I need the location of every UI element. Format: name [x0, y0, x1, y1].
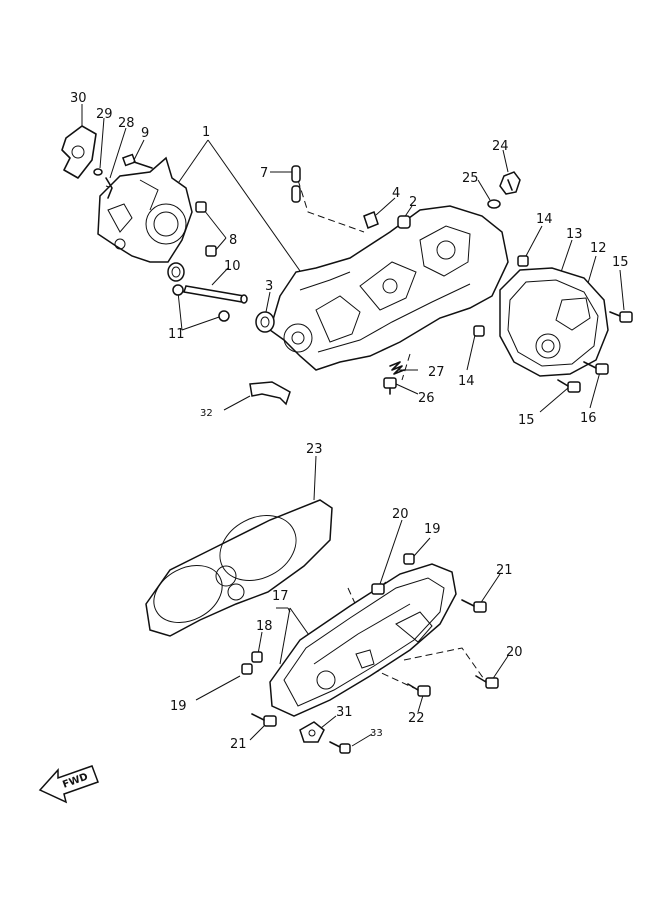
bolt-part-29 [93, 168, 103, 176]
clamp-part-31 [299, 721, 325, 743]
clip-part-28 [105, 177, 113, 199]
callout-26: 26 [418, 391, 435, 406]
forward-direction-arrow: FWD [38, 765, 99, 804]
callout-8: 8 [229, 233, 237, 248]
callout-31: 31 [336, 705, 353, 720]
callout-22: 22 [408, 711, 425, 726]
bracket-part-32 [249, 381, 291, 406]
callout-11: 11 [168, 327, 185, 342]
bolts-part-15 [557, 311, 633, 393]
spring-part-27 [389, 361, 405, 375]
bearing [167, 262, 185, 282]
leader-lines [81, 104, 625, 747]
callout-25: 25 [462, 171, 479, 186]
callout-4: 4 [392, 186, 400, 201]
callout-7: 7 [260, 166, 268, 181]
callout-14-bottom: 14 [458, 374, 475, 389]
fitting-part-4 [363, 211, 379, 229]
bolts-part-21 [251, 599, 487, 727]
callout-20-top: 20 [392, 507, 409, 522]
callout-1: 1 [202, 125, 210, 140]
callout-2: 2 [409, 195, 417, 210]
bolt-part-22 [407, 683, 431, 697]
oil-seal-part-3 [255, 311, 275, 333]
callout-12: 12 [590, 241, 607, 256]
callout-15-bottom: 15 [518, 413, 535, 428]
callout-10: 10 [224, 259, 241, 274]
main-crankcase [269, 205, 509, 371]
dowel-pins-part-19 [241, 553, 415, 675]
shaft-part-10 [183, 285, 248, 304]
callout-32: 32 [200, 408, 213, 419]
bolt-part-26 [383, 377, 397, 395]
callout-33: 33 [370, 728, 383, 739]
callout-21-left: 21 [230, 737, 247, 752]
callout-19-right: 19 [424, 522, 441, 537]
drain-plug-part-24 [499, 171, 521, 195]
callout-21-right: 21 [496, 563, 513, 578]
gasket-part-25 [487, 199, 501, 209]
crankcase-cover-gasket-part-23 [145, 499, 333, 637]
callout-18: 18 [256, 619, 273, 634]
callout-3: 3 [265, 279, 273, 294]
dowel-pins-part-14 [473, 255, 529, 337]
dowel-pins-part-7 [291, 165, 301, 203]
callout-15-right: 15 [612, 255, 629, 270]
o-rings-part-11 [172, 284, 230, 322]
callout-numbers: 1 2 3 4 7 8 9 10 11 12 13 14 14 15 15 16… [70, 91, 629, 752]
right-side-cover [499, 267, 609, 377]
callout-13: 13 [566, 227, 583, 242]
callout-27: 27 [428, 365, 445, 380]
bolt-part-16 [583, 361, 609, 375]
screw-part-33 [329, 741, 351, 754]
callout-14-top: 14 [536, 212, 553, 227]
callout-16: 16 [580, 411, 597, 426]
bolt-part-9 [121, 153, 153, 169]
cover-plate-part-30 [61, 125, 97, 179]
dowel-pins-part-8 [195, 201, 217, 257]
callout-17: 17 [272, 589, 289, 604]
callout-20-right: 20 [506, 645, 523, 660]
callout-30: 30 [70, 91, 87, 106]
dowel-pin-part-18 [251, 651, 263, 663]
callout-24: 24 [492, 139, 509, 154]
crankcase-cover-part-17 [269, 563, 457, 717]
callout-23: 23 [306, 442, 323, 457]
callout-19-left: 19 [170, 699, 187, 714]
callout-29: 29 [96, 107, 113, 122]
bushing-part-2 [397, 215, 411, 229]
bolts-part-20 [371, 583, 499, 689]
callout-28: 28 [118, 116, 135, 131]
left-crankcase-half [97, 156, 193, 263]
callout-9: 9 [141, 126, 149, 141]
